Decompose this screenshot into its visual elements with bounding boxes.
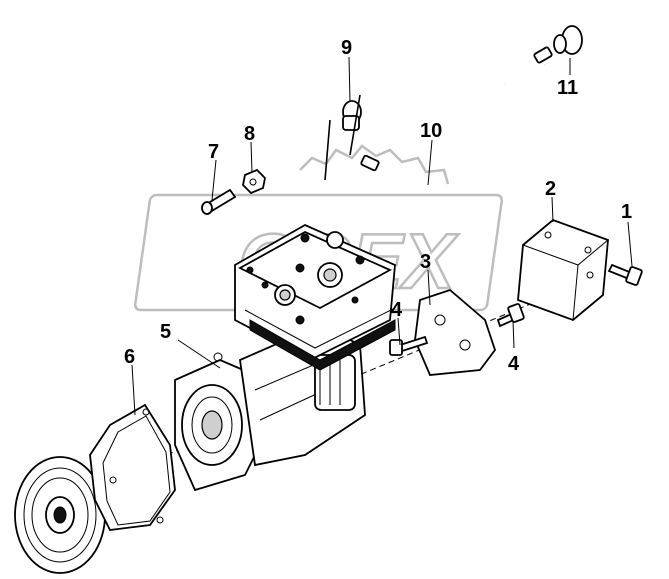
fitting-11 xyxy=(553,25,583,55)
callout-10: 10 xyxy=(420,120,442,142)
callout-3: 3 xyxy=(420,251,431,273)
bolt-4-right xyxy=(496,303,525,328)
bolt-1 xyxy=(607,263,643,286)
union-fitting-9 xyxy=(324,94,362,181)
callout-9: 9 xyxy=(341,37,352,59)
callout-1: 1 xyxy=(621,201,632,223)
bolt-4-left xyxy=(389,335,429,356)
callout-4-left: 4 xyxy=(391,299,403,321)
callout-4-right: 4 xyxy=(508,353,520,375)
callout-8: 8 xyxy=(244,123,255,145)
callout-2: 2 xyxy=(545,178,556,200)
pipe-10 xyxy=(360,46,553,193)
callout-11: 11 xyxy=(557,77,578,99)
fitting-7 xyxy=(201,188,237,215)
callout-6: 6 xyxy=(124,346,135,368)
nut-8 xyxy=(242,168,266,195)
mounting-bracket xyxy=(414,288,497,376)
leader-lines xyxy=(131,56,633,416)
gasket xyxy=(89,403,176,531)
callout-5: 5 xyxy=(160,321,171,343)
valve-block xyxy=(517,218,609,322)
callout-labels: 1 2 3 4 4 5 6 7 8 9 10 11 xyxy=(124,37,632,375)
drive-pulley xyxy=(14,456,106,574)
air-compressor xyxy=(174,223,396,492)
callout-7: 7 xyxy=(208,141,219,163)
